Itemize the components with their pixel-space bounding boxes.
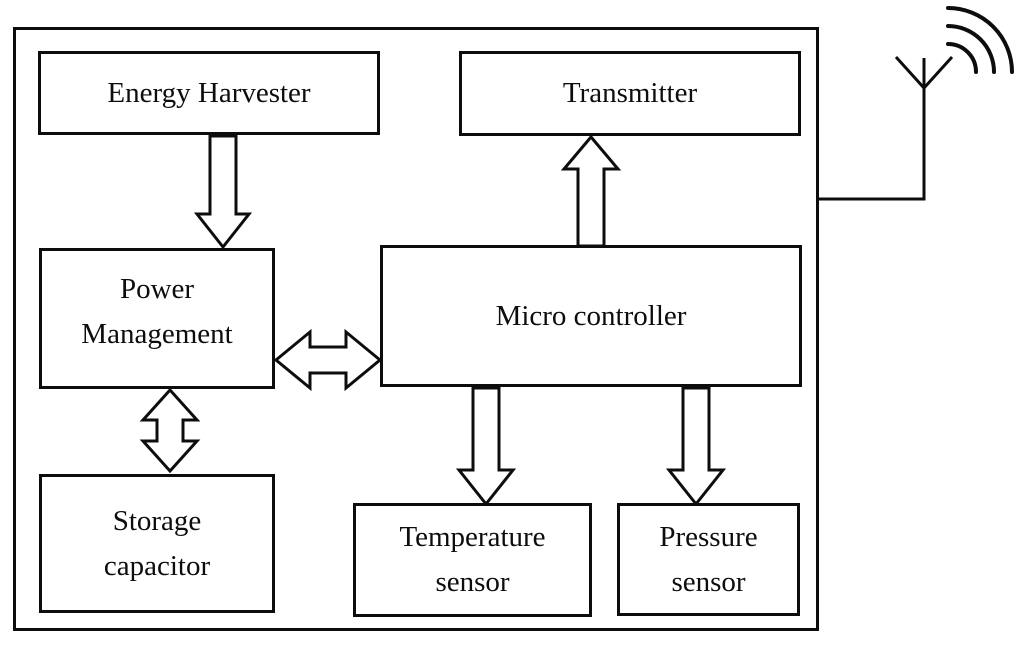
energy-harvester-label: Energy Harvester <box>107 76 311 109</box>
storage-capacitor-label-line1: Storage <box>112 504 202 537</box>
power-management-label-line1: Power <box>119 272 195 305</box>
power-management-label-line2: Management <box>81 317 233 350</box>
transmitter-label: Transmitter <box>562 77 698 109</box>
antenna-right-arm <box>922 55 954 90</box>
block-energy-harvester: Energy Harvester <box>38 51 380 135</box>
micro-controller-label: Micro controller <box>495 299 687 332</box>
block-transmitter: Transmitter <box>459 51 801 136</box>
antenna-icon <box>894 55 954 90</box>
radio-wave-arc-inner <box>946 42 978 74</box>
temperature-sensor-label-line2: sensor <box>435 566 510 598</box>
block-power-management: Power Management <box>39 248 275 389</box>
pressure-sensor-label-line1: Pressure <box>659 520 758 553</box>
radio-wave-arc-middle <box>946 24 996 74</box>
block-temperature-sensor: Temperature sensor <box>353 503 592 617</box>
radio-waves-icon <box>946 6 1014 74</box>
temperature-sensor-label-line1: Temperature <box>399 521 546 553</box>
storage-capacitor-label-line2: capacitor <box>103 549 211 582</box>
antenna-feed-line <box>817 58 926 201</box>
radio-wave-arc-outer <box>946 6 1014 74</box>
block-micro-controller: Micro controller <box>380 245 802 387</box>
block-pressure-sensor: Pressure sensor <box>617 503 800 616</box>
block-storage-capacitor: Storage capacitor <box>39 474 275 613</box>
pressure-sensor-label-line2: sensor <box>671 565 746 598</box>
antenna-left-arm <box>894 55 926 90</box>
